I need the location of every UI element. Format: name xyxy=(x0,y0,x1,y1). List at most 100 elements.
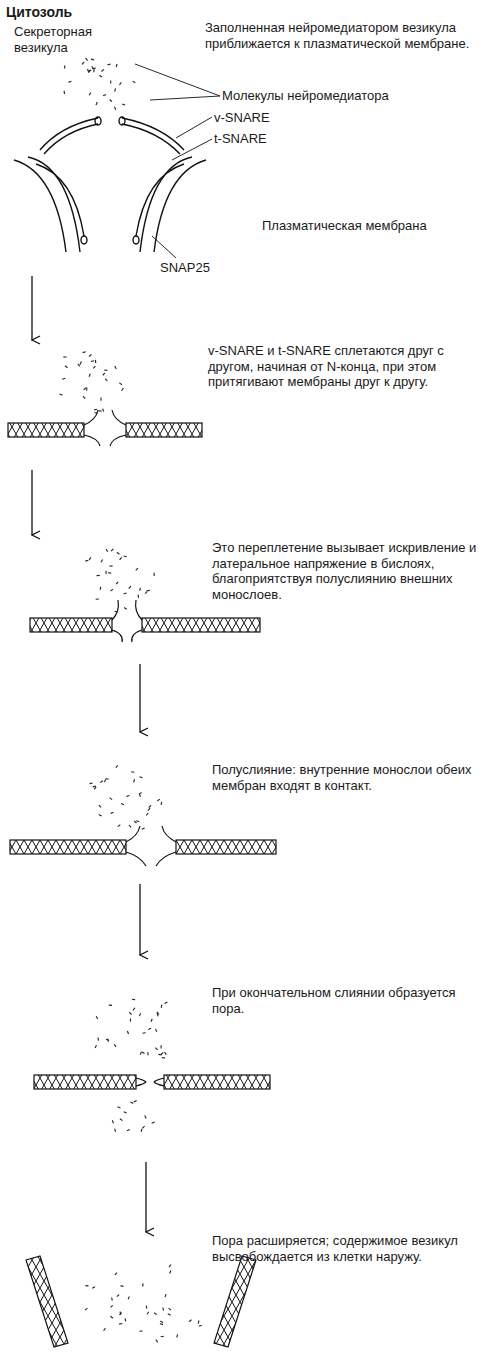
molecule-dot xyxy=(110,1316,113,1318)
molecule-dot xyxy=(155,1048,157,1050)
molecule-dot xyxy=(199,1325,202,1327)
label-text: v-SNARE и t-SNARE сплетаются друг с друг… xyxy=(208,343,486,390)
molecule-dot xyxy=(147,1312,149,1315)
step-arrow xyxy=(145,1162,146,1232)
stage-3 xyxy=(30,600,260,642)
molecule-dot xyxy=(118,825,121,827)
molecule-dot xyxy=(91,59,94,61)
molecule-dot xyxy=(80,362,82,365)
molecule-dot xyxy=(115,611,118,613)
molecule-dot xyxy=(170,1271,171,1274)
molecule-dot xyxy=(133,81,136,83)
molecule-dot xyxy=(145,1116,147,1119)
molecule-dot xyxy=(108,63,111,65)
molecule-dot xyxy=(161,1336,164,1338)
molecule-dot xyxy=(156,1029,157,1032)
molecule-dot xyxy=(82,62,84,64)
molecule-dot xyxy=(120,1119,123,1121)
molecule-dot xyxy=(162,1057,165,1059)
snare-complex xyxy=(164,1075,270,1089)
molecule-dot xyxy=(140,1052,141,1055)
molecule-dot xyxy=(119,383,122,385)
snare-complex xyxy=(10,840,126,854)
molecule-dot xyxy=(99,815,102,817)
neurotransmitter-molecules xyxy=(60,58,202,1342)
molecule-dot xyxy=(147,590,150,591)
molecule-dot xyxy=(122,104,125,105)
molecule-dot xyxy=(120,1285,123,1287)
molecule-dot xyxy=(100,587,102,590)
molecule-dot xyxy=(161,1045,162,1048)
molecule-dot xyxy=(139,1330,142,1331)
molecule-dot xyxy=(106,778,109,779)
molecule-dot xyxy=(139,793,142,795)
molecule-dot xyxy=(96,1016,98,1019)
step-arrows xyxy=(32,276,146,1232)
snare-complex xyxy=(34,1075,136,1089)
molecule-dot xyxy=(86,388,87,391)
molecule-dot xyxy=(85,1308,88,1310)
molecule-dot xyxy=(106,571,107,574)
molecule-dot xyxy=(109,1005,112,1006)
molecule-dot xyxy=(157,1012,159,1014)
molecule-dot xyxy=(117,1295,119,1297)
molecule-dot xyxy=(120,82,122,85)
molecule-dot xyxy=(124,593,127,594)
molecule-dot xyxy=(94,409,97,411)
label-text: t-SNARE xyxy=(214,131,414,147)
molecule-dot xyxy=(98,410,101,411)
stage-4 xyxy=(10,826,276,866)
molecule-dot xyxy=(111,549,113,551)
molecule-dot xyxy=(107,1039,109,1042)
molecule-dot xyxy=(169,1265,171,1268)
molecule-dot xyxy=(110,1305,112,1307)
molecule-dot xyxy=(105,379,107,381)
label-text: Полуслияние: внутренние монослои обеих м… xyxy=(212,762,484,793)
molecule-dot xyxy=(168,1314,171,1316)
molecule-dot xyxy=(110,798,113,800)
molecule-dot xyxy=(89,354,91,356)
molecule-dot xyxy=(176,1334,178,1337)
plasma-membrane xyxy=(140,157,192,252)
label-text: Молекулы нейромедиатора xyxy=(222,88,482,104)
molecule-dot xyxy=(136,821,139,822)
snare-complex xyxy=(214,1256,256,1347)
molecule-dot xyxy=(122,388,124,391)
stage-5 xyxy=(34,1075,270,1089)
molecule-dot xyxy=(133,779,135,782)
molecule-dot xyxy=(89,93,91,96)
molecule-dot xyxy=(119,1312,121,1315)
molecule-dot xyxy=(142,1283,143,1286)
molecule-dot xyxy=(189,1320,192,1322)
label-text: SNAP25 xyxy=(160,260,280,276)
molecule-dot xyxy=(96,598,99,599)
molecule-dot xyxy=(89,557,91,560)
snare-complex xyxy=(176,840,276,854)
molecule-dot xyxy=(88,69,89,72)
molecule-dot xyxy=(145,591,147,593)
molecule-dot xyxy=(124,608,127,610)
snare-end xyxy=(81,236,87,244)
molecule-dot xyxy=(128,1296,129,1299)
snare-end xyxy=(119,117,125,125)
membrane-end xyxy=(112,600,142,642)
molecule-dot xyxy=(165,1052,167,1055)
molecule-dot xyxy=(114,1129,116,1132)
molecule-dot xyxy=(108,572,111,574)
label-text: Это переплетение вызывает искривление и … xyxy=(212,540,488,602)
molecule-dot xyxy=(119,1323,122,1325)
molecule-dot xyxy=(142,828,145,829)
molecule-dot xyxy=(116,765,118,768)
stage-6 xyxy=(26,1256,256,1347)
molecule-dot xyxy=(92,1287,95,1288)
membrane-end xyxy=(84,410,126,446)
molecule-dot xyxy=(148,808,150,811)
molecule-dot xyxy=(88,70,90,73)
plasma-membrane xyxy=(154,160,206,252)
molecule-dot xyxy=(169,1308,172,1310)
molecule-dot xyxy=(142,1052,145,1054)
molecule-dot xyxy=(114,1044,116,1047)
molecule-dot xyxy=(95,360,97,363)
